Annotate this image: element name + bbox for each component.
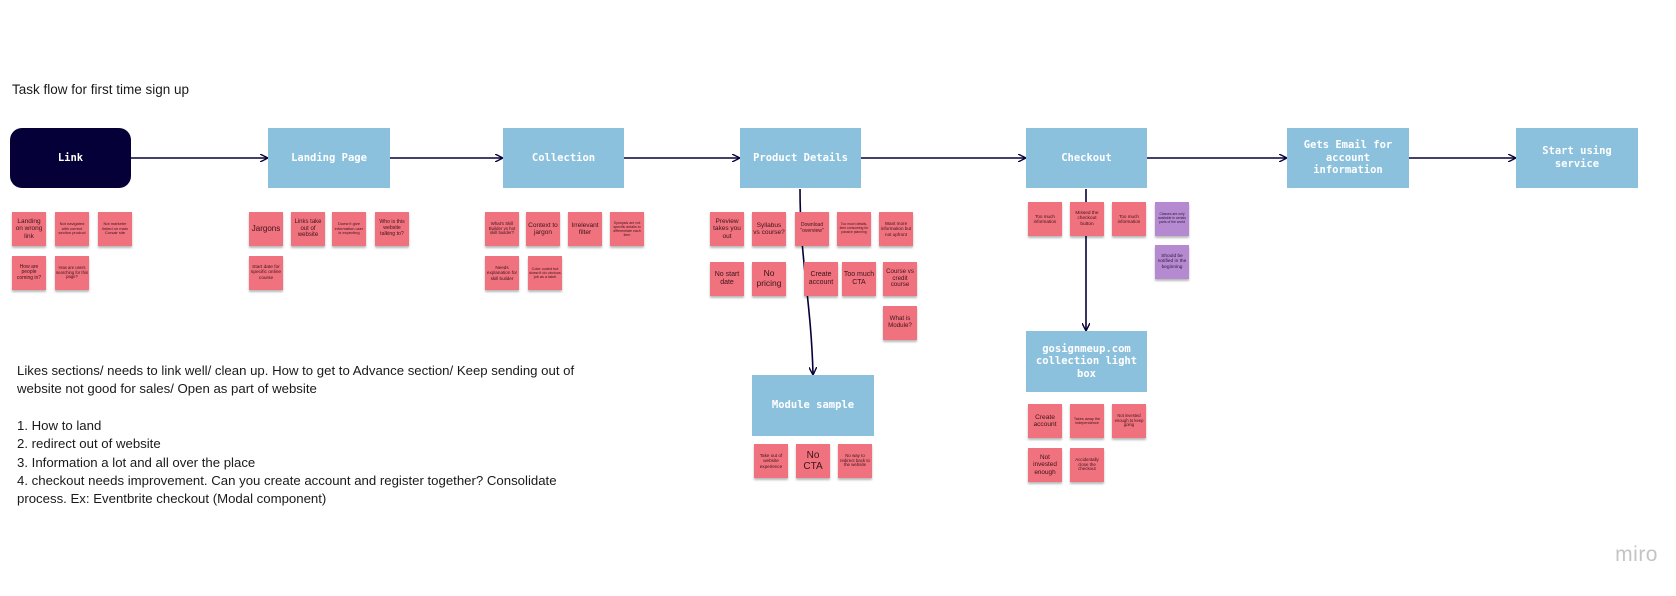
notes-item: 2. redirect out of website bbox=[17, 436, 161, 452]
sticky-note[interactable]: Start date for specific online course bbox=[249, 256, 283, 290]
sticky-note[interactable]: Download "overview" bbox=[795, 212, 829, 246]
sticky-note[interactable]: Color coded but doesn't do obvious job a… bbox=[528, 256, 562, 290]
sticky-note[interactable]: No pricing bbox=[752, 262, 786, 296]
notes-item: 1. How to land bbox=[17, 417, 102, 433]
sticky-note[interactable]: Accidentally close the checkout bbox=[1070, 448, 1104, 482]
sticky-note[interactable]: Syllabus vs course? bbox=[752, 212, 786, 246]
step-product-details[interactable]: Product Details bbox=[740, 128, 861, 188]
step-checkout[interactable]: Checkout bbox=[1026, 128, 1147, 188]
sticky-note[interactable]: What is Module? bbox=[883, 306, 917, 340]
sticky-note[interactable]: Takes away the independence bbox=[1070, 404, 1104, 438]
board-title: Task flow for first time sign up bbox=[12, 82, 190, 97]
sticky-note[interactable]: Links take out of website bbox=[291, 212, 325, 246]
sticky-note[interactable]: Create account bbox=[1028, 404, 1062, 438]
notes-text-block[interactable]: Likes sections/ needs to link well/ clea… bbox=[17, 362, 577, 509]
sticky-note[interactable]: Not marketer linked on main Corsair site bbox=[98, 212, 132, 246]
sticky-note[interactable]: Too much information bbox=[1028, 202, 1062, 236]
sticky-note[interactable]: Course vs credit course bbox=[883, 262, 917, 296]
notes-item: 4. checkout needs improvement. Can you c… bbox=[17, 473, 557, 507]
notes-item: 3. Information a lot and all over the pl… bbox=[17, 454, 256, 470]
sticky-note[interactable]: How are users searching for this page? bbox=[55, 256, 89, 290]
step-collection[interactable]: Collection bbox=[503, 128, 624, 188]
sticky-note[interactable]: No start date bbox=[710, 262, 744, 296]
sticky-note[interactable]: No CTA bbox=[796, 444, 830, 478]
sticky-note[interactable]: Not navigated with correct section produ… bbox=[55, 212, 89, 246]
sticky-note[interactable]: Too much details, time consuming for pas… bbox=[837, 212, 871, 246]
sticky-note[interactable]: No way to redirect back to the website bbox=[838, 444, 872, 478]
sticky-note[interactable]: Too much CTA bbox=[842, 262, 876, 296]
step-collection-light-box[interactable]: gosignmeup.com collection light box bbox=[1026, 331, 1147, 392]
sticky-note[interactable]: Take out of website experience bbox=[754, 444, 788, 478]
sticky-note[interactable]: What's Skill Builder vs hot skill builde… bbox=[485, 212, 519, 246]
sticky-note[interactable]: Missed the checkout button bbox=[1070, 202, 1104, 236]
sticky-note[interactable]: Who is this website talking to? bbox=[375, 212, 409, 246]
sticky-note-purple[interactable]: Classes are only available in certain pa… bbox=[1155, 202, 1189, 236]
sticky-note[interactable]: Irrelevant filter bbox=[568, 212, 602, 246]
sticky-note[interactable]: How are people coming in? bbox=[12, 256, 46, 290]
sticky-note[interactable]: Doesn't give information user is expecti… bbox=[332, 212, 366, 246]
step-gets-email[interactable]: Gets Email for account information bbox=[1287, 128, 1409, 188]
sticky-note[interactable]: Want more information but not upfront bbox=[879, 212, 913, 246]
sticky-note[interactable]: Not invested enough to keep going bbox=[1112, 404, 1146, 438]
sticky-note[interactable]: Not invested enough bbox=[1028, 448, 1062, 482]
sticky-note[interactable]: Jargons bbox=[249, 212, 283, 246]
sticky-note[interactable]: Too much information bbox=[1112, 202, 1146, 236]
notes-summary: Likes sections/ needs to link well/ clea… bbox=[17, 363, 575, 397]
sticky-note[interactable]: Needs explanation for skill builder bbox=[485, 256, 519, 290]
notes-list: 1. How to land 2. redirect out of websit… bbox=[17, 417, 577, 509]
sticky-note[interactable]: Create account bbox=[804, 262, 838, 296]
step-start-using-service[interactable]: Start using service bbox=[1516, 128, 1638, 188]
step-module-sample[interactable]: Module sample bbox=[752, 375, 874, 436]
sticky-note-purple[interactable]: Should be notified in the beginning bbox=[1155, 245, 1189, 279]
sticky-note[interactable]: Landing on wrong link bbox=[12, 212, 46, 246]
sticky-note[interactable]: Preview takes you out bbox=[710, 212, 744, 246]
sticky-note[interactable]: Synopsis are not specific details to dif… bbox=[610, 212, 644, 246]
sticky-note[interactable]: Context to jargon bbox=[526, 212, 560, 246]
step-link[interactable]: Link bbox=[10, 128, 131, 188]
miro-logo: miro bbox=[1615, 543, 1658, 566]
step-landing-page[interactable]: Landing Page bbox=[268, 128, 390, 188]
